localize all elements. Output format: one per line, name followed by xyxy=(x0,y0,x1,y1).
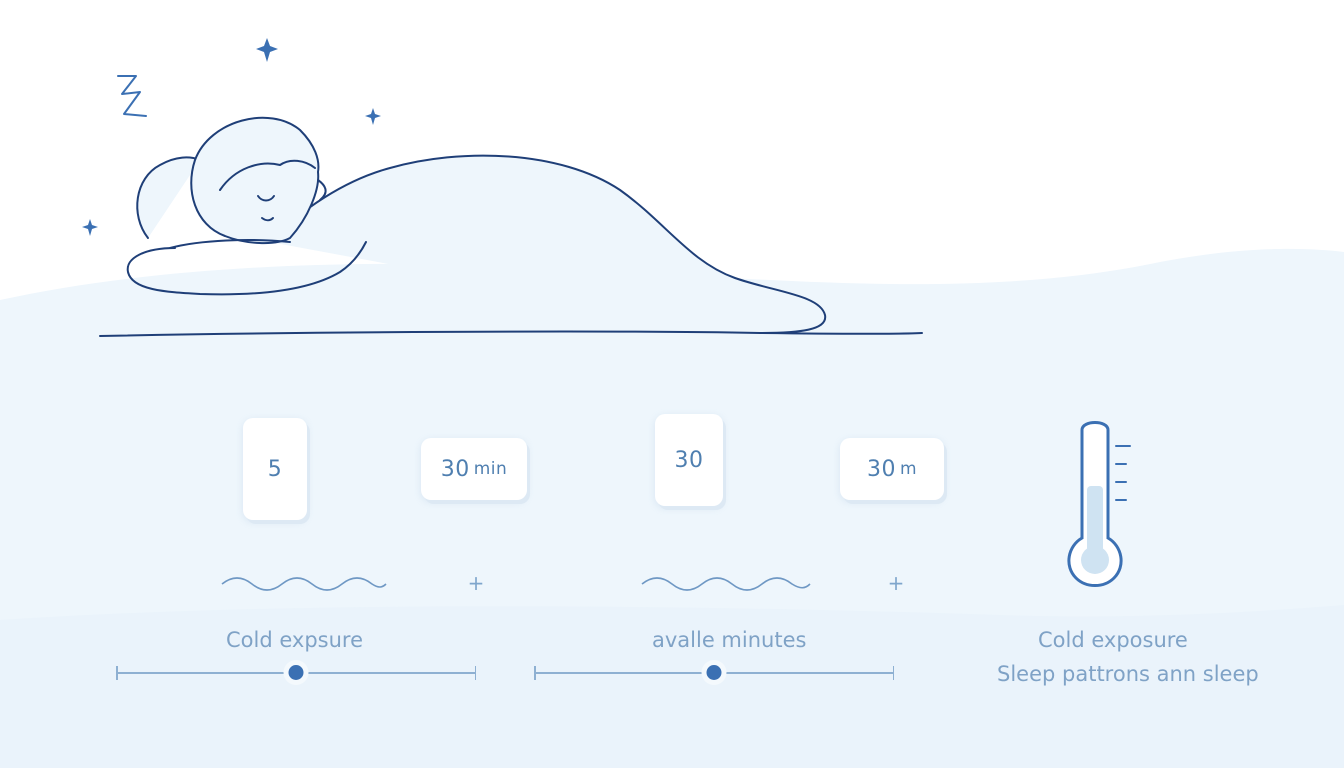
plus-button[interactable]: + xyxy=(887,571,905,595)
slider-cap xyxy=(474,666,476,680)
label-cold-exposure-right: Cold exposure xyxy=(1038,628,1188,652)
slider-cap xyxy=(892,666,894,680)
thermometer-level xyxy=(1087,486,1103,552)
wave-line-middle xyxy=(641,577,811,591)
card-value: 5 xyxy=(267,456,283,482)
sparkle-icon xyxy=(82,219,98,236)
slider-left[interactable] xyxy=(116,665,476,680)
card-unit: m xyxy=(899,459,918,479)
label-cold-exposure: Cold expsure xyxy=(226,628,364,652)
card-value: 30 xyxy=(866,456,896,482)
slider-middle[interactable] xyxy=(534,665,894,680)
plus-button[interactable]: + xyxy=(467,571,485,595)
wave-line-left xyxy=(221,577,387,591)
sparkle-icon xyxy=(256,38,278,62)
card-unit: min xyxy=(473,459,508,479)
value-card-3[interactable]: 30 xyxy=(655,414,723,506)
thermometer-bulb xyxy=(1081,546,1109,574)
label-minutes: avalle minutes xyxy=(652,628,807,652)
thermometer-icon xyxy=(1067,421,1131,587)
label-sleep-patterns: Sleep pattrons ann sleep xyxy=(997,662,1259,686)
slider-thumb[interactable] xyxy=(288,665,304,680)
slider-cap xyxy=(116,666,118,680)
sparkle-icon xyxy=(365,108,381,125)
value-card-2[interactable]: 30 min xyxy=(421,438,527,500)
slider-thumb[interactable] xyxy=(706,665,722,680)
slider-cap xyxy=(534,666,536,680)
card-value: 30 xyxy=(674,447,704,473)
zzz-icon xyxy=(117,75,147,117)
card-value: 30 xyxy=(440,456,470,482)
value-card-4[interactable]: 30 m xyxy=(840,438,944,500)
value-card-1[interactable]: 5 xyxy=(243,418,307,520)
